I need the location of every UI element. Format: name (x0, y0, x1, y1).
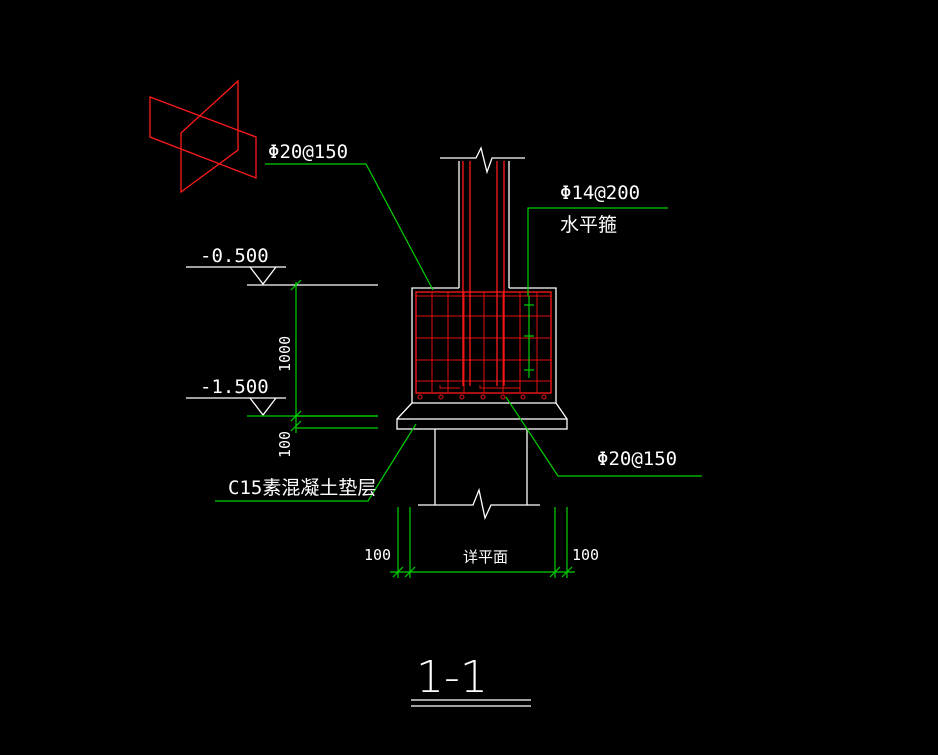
elevation-marker-top (186, 266, 378, 286)
label-top-rebar: Φ20@150 (268, 141, 348, 163)
label-pad-material: C15素混凝土垫层 (228, 477, 376, 499)
section-title-underline (411, 699, 531, 707)
vertical-dimension (290, 279, 378, 433)
label-horizontal-rebar-name: 水平箍 (560, 214, 617, 236)
view-cube-icon[interactable] (149, 79, 257, 194)
label-dim-pad: 100 (276, 431, 294, 458)
elevation-marker-bottom (186, 397, 378, 417)
leader-horizontal-rebar (527, 207, 668, 296)
pier-below-outline (418, 429, 540, 521)
footing-outline (411, 287, 557, 404)
label-bottom-rebar: Φ20@150 (597, 448, 677, 470)
section-title: 1-1 (416, 652, 488, 703)
leader-top-rebar (265, 163, 434, 291)
footing-rebar-cage (415, 161, 552, 400)
wall-outline (440, 146, 525, 288)
label-elevation-top: -0.500 (200, 245, 269, 267)
horizontal-dimension (390, 507, 575, 578)
label-dim-center: 详平面 (463, 548, 508, 566)
label-dim-left: 100 (364, 546, 391, 564)
label-horizontal-rebar-spec: Φ14@200 (560, 182, 640, 204)
horizontal-rebar-ticks (524, 296, 534, 378)
concrete-pad (396, 402, 568, 430)
label-dim-right: 100 (572, 546, 599, 564)
label-elevation-bottom: -1.500 (200, 376, 269, 398)
leader-bottom-rebar (505, 396, 702, 477)
label-dim-depth: 1000 (276, 336, 294, 372)
leader-pad (215, 423, 417, 502)
